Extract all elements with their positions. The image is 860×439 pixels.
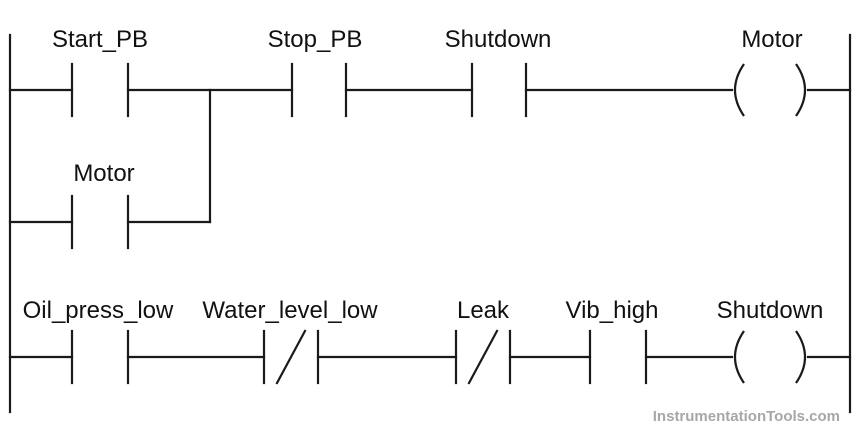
watermark: InstrumentationTools.com bbox=[652, 408, 840, 425]
contact-oil-press-low bbox=[70, 329, 130, 385]
nc-contact-water-level-low bbox=[262, 329, 320, 385]
coil-motor bbox=[733, 63, 807, 117]
label-vib-high: Vib_high bbox=[566, 297, 659, 324]
seal-in-branch bbox=[8, 88, 212, 250]
nc-contact-leak bbox=[454, 329, 512, 385]
label-motor-coil: Motor bbox=[741, 26, 802, 53]
label-stop-pb: Stop_PB bbox=[268, 26, 363, 53]
label-water-level-low: Water_level_low bbox=[202, 297, 378, 324]
contact-shutdown bbox=[470, 62, 528, 118]
label-shutdown-contact: Shutdown bbox=[445, 26, 552, 53]
rung-2: Oil_press_low Water_level_low Leak Vib_h… bbox=[8, 297, 852, 385]
label-shutdown-coil: Shutdown bbox=[717, 297, 824, 324]
contact-start-pb bbox=[70, 62, 130, 118]
label-start-pb: Start_PB bbox=[52, 26, 148, 53]
label-leak: Leak bbox=[457, 297, 510, 324]
contact-stop-pb bbox=[290, 62, 348, 118]
rung-1: Start_PB Stop_PB Shutdown Motor Motor bbox=[8, 26, 852, 250]
coil-shutdown bbox=[733, 330, 807, 384]
label-oil-press-low: Oil_press_low bbox=[23, 297, 174, 324]
contact-vib-high bbox=[588, 329, 648, 385]
label-motor-seal-in: Motor bbox=[73, 160, 134, 187]
